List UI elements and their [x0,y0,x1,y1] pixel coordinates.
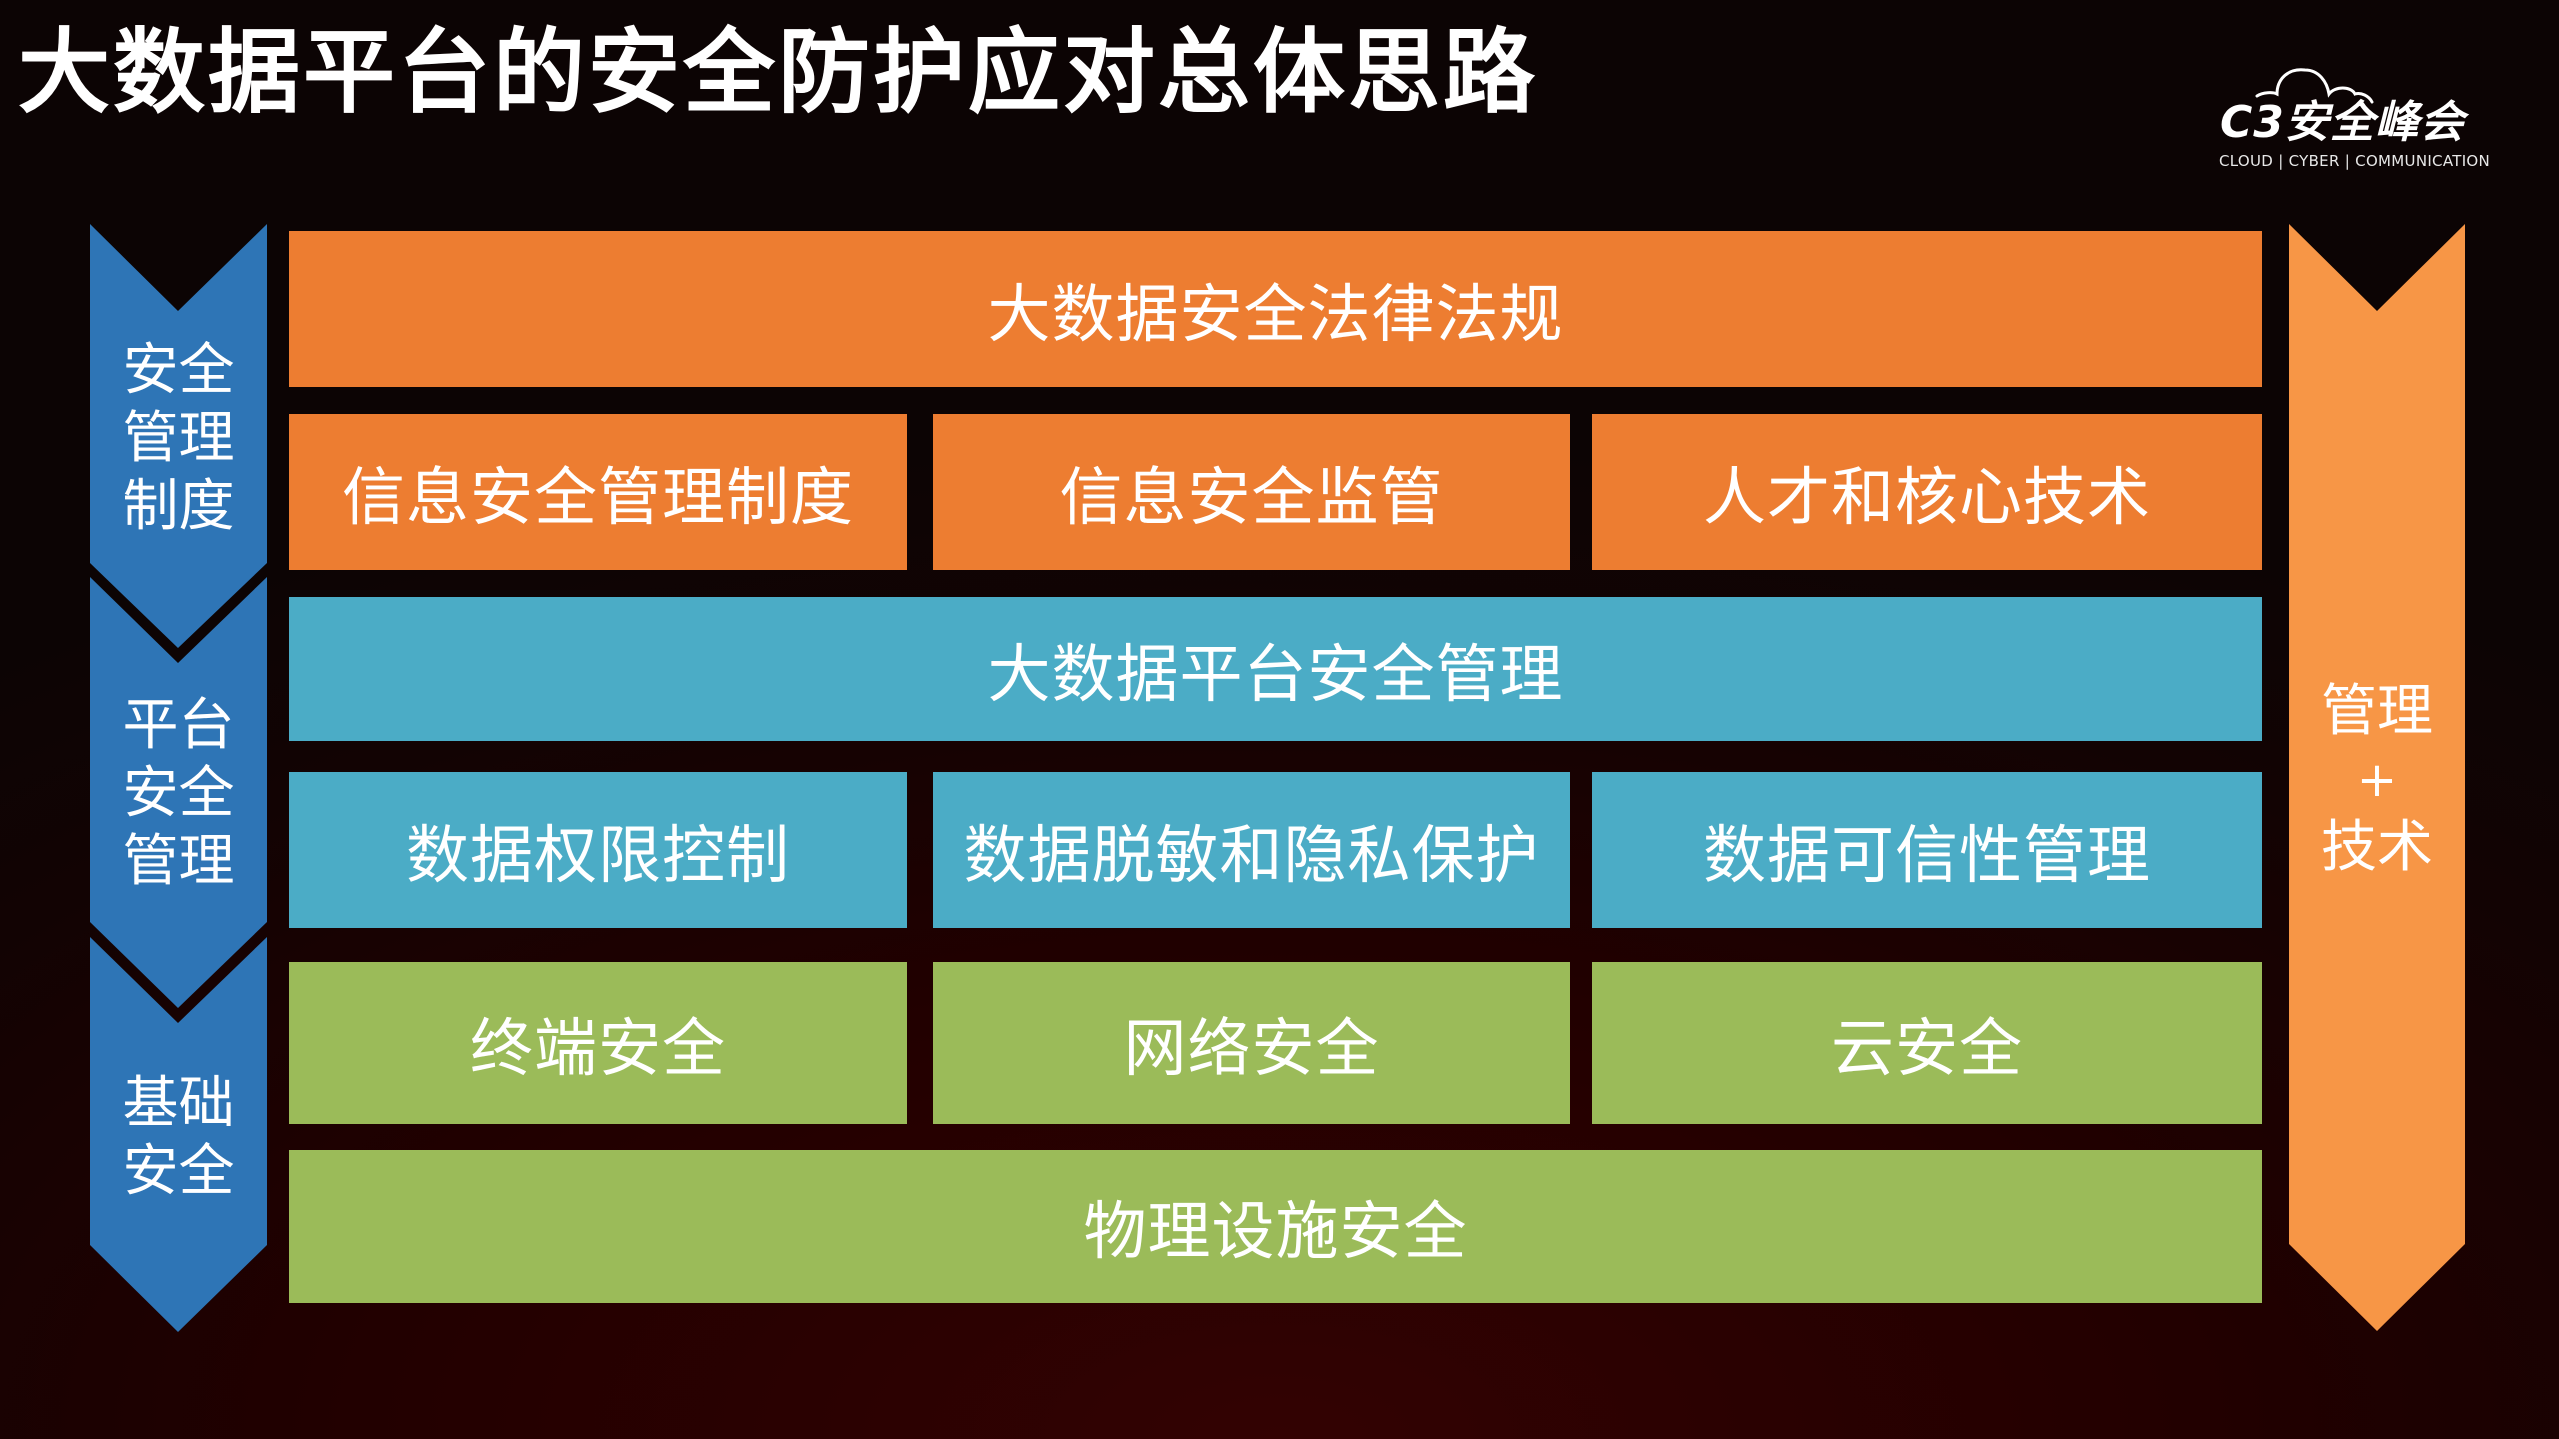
box-endpoint-security: 终端安全 [289,962,907,1124]
right-label-plus: + [2356,752,2398,808]
right-label-line: 管理 [2321,679,2433,744]
right-label-line: 技术 [2321,815,2433,880]
left-label-line: 管理 [122,406,235,471]
left-label-line: 制度 [122,474,235,539]
left-label-line: 基础 [122,1071,235,1136]
left-label-platform-security: 平台 安全 管理 [90,692,267,896]
left-chevron-segment-1 [90,224,267,648]
box-infosec-supervision: 信息安全监管 [933,414,1570,570]
box-big-data-security-laws: 大数据安全法律法规 [289,231,2262,387]
box-infosec-management-system: 信息安全管理制度 [289,414,907,570]
left-chevron-segment-3 [90,937,267,1332]
slide-title: 大数据平台的安全防护应对总体思路 [18,19,1539,126]
box-data-trustworthiness: 数据可信性管理 [1592,772,2262,928]
left-label-line: 管理 [122,829,235,894]
left-label-infrastructure-security: 基础 安全 [90,1070,267,1206]
right-chevron-arrow [2289,224,2465,1331]
box-cloud-security: 云安全 [1592,962,2262,1124]
box-talent-core-technology: 人才和核心技术 [1592,414,2262,570]
left-label-line: 安全 [122,1139,235,1204]
right-label-management-plus-technology: 管理 + 技术 [2289,678,2465,882]
left-label-line: 安全 [122,338,235,403]
box-data-masking-privacy: 数据脱敏和隐私保护 [933,772,1570,928]
box-network-security: 网络安全 [933,962,1570,1124]
left-chevron-segment-2 [90,577,267,1008]
left-label-line: 平台 [122,693,235,758]
left-label-line: 安全 [122,761,235,826]
c3-logo: C3安全峰会 CLOUD | CYBER | COMMUNICATION [2215,52,2505,172]
cloud-icon [2255,68,2374,104]
box-data-access-control: 数据权限控制 [289,772,907,928]
box-physical-facility-security: 物理设施安全 [289,1150,2262,1303]
left-label-security-management: 安全 管理 制度 [90,337,267,541]
logo-tagline: CLOUD | CYBER | COMMUNICATION [2219,152,2491,170]
logo-brand: C3安全峰会 [2220,97,2465,148]
box-platform-security-management: 大数据平台安全管理 [289,597,2262,741]
